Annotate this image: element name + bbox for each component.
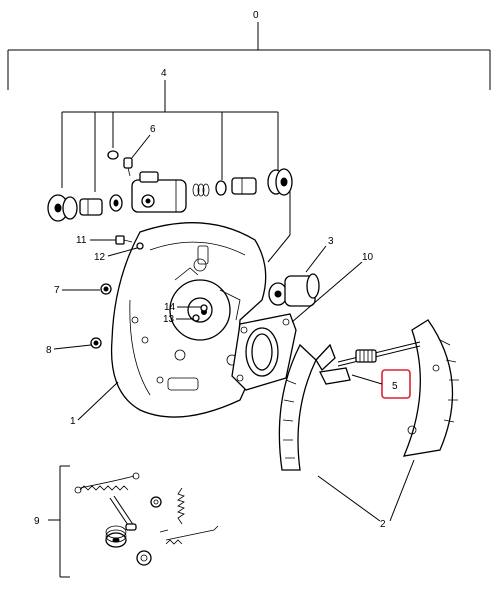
callout-3: 3: [328, 236, 334, 247]
wheel-cylinder-body: [131, 171, 187, 213]
return-spring-long: [74, 472, 140, 494]
bleeder-cap: [107, 150, 119, 160]
hold-down-washer: [150, 496, 162, 508]
callout-11: 11: [76, 235, 87, 246]
brake-shoe-rear: [402, 319, 459, 457]
assembly-bracket: [7, 22, 491, 90]
piston-left: [79, 198, 103, 216]
hold-down-pin: [109, 495, 137, 531]
brake-shoe-front: [278, 343, 336, 471]
hardware-kit-bracket: [48, 465, 70, 578]
adapter-plate: [231, 313, 297, 391]
cup-seal-left: [109, 194, 123, 212]
hold-down-spring: [105, 525, 127, 548]
callout-0: 0: [253, 10, 259, 21]
callout-8: 8: [46, 345, 52, 356]
callout-4: 4: [161, 68, 167, 79]
plug-8: [90, 337, 102, 349]
bolt-14: [200, 304, 208, 312]
callout-10: 10: [362, 252, 374, 263]
wheel-cylinder-kit-bracket: [61, 80, 291, 263]
spring-clip: [165, 525, 219, 545]
callout-6: 6: [150, 124, 156, 135]
callout-2: 2: [380, 519, 386, 530]
callout-5: 5: [392, 381, 398, 392]
callout-12: 12: [94, 252, 106, 263]
adjuster-strut: [319, 341, 421, 385]
callout-9: 9: [34, 516, 40, 527]
cup-seal-right: [215, 180, 227, 196]
spring-cup: [136, 550, 152, 566]
washer-12: [136, 242, 144, 250]
callout-13: 13: [163, 314, 175, 325]
backing-plate: [110, 222, 267, 418]
callout-7: 7: [54, 285, 60, 296]
dust-boot-right: [267, 168, 293, 196]
piston-right: [231, 177, 257, 195]
bolt-13: [192, 314, 200, 322]
bleeder-screw: [123, 157, 133, 177]
wheel-cylinder-assembly: [268, 273, 320, 307]
dust-boot-left: [47, 194, 78, 222]
cylinder-spring: [192, 183, 210, 197]
plug-7: [100, 283, 112, 295]
bolt-11: [115, 235, 133, 245]
callout-1: 1: [70, 416, 76, 427]
return-spring-short: [159, 487, 185, 533]
callout-14: 14: [164, 302, 176, 313]
